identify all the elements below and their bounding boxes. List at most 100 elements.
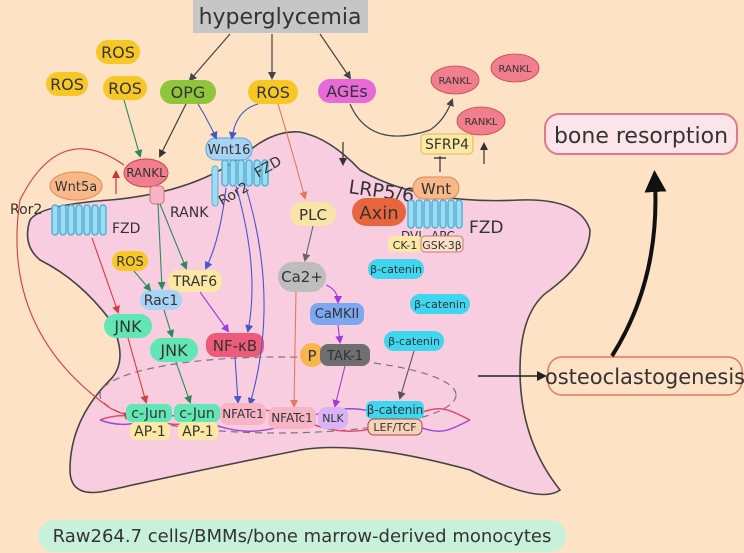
axin-label: Axin [359,203,398,224]
arrow-rac1-jnk [163,309,175,338]
wnt-badge [412,176,460,200]
bcat-label-2: β-catenin [414,298,466,311]
bcat-nucleus-badge [366,401,424,419]
rankl-membrane-label: RANKL [126,166,166,180]
bcat-badge-1 [368,259,424,279]
wnt5a-oval [49,171,103,201]
rankl-oval-2 [490,53,540,83]
tak1-badge [320,344,370,366]
bone-resorption-label: bone resorption [554,124,728,149]
opg-label: OPG [171,83,206,102]
fzd-right-receptor [407,199,463,229]
cell-type-caption: Raw264.7 cells/BMMs/bone marrow-derived … [38,520,566,552]
nfatc1-label-2: NFATc1 [271,411,313,425]
ros-mid-badge [248,80,298,104]
ros-label-a: ROS [101,43,135,62]
ck1-label: CK-1 [393,239,418,252]
opg-badge [160,80,216,104]
ap1-badge-2 [178,422,218,440]
rank-label: RANK [170,205,209,221]
jnk-label-2: JNK [159,341,188,360]
plc-label: PLC [299,206,327,224]
nfatc1-label-1: NFATc1 [222,407,264,421]
arrow-tak1-nlk [332,365,346,408]
arrow-rank-traf6 [159,203,188,270]
rankl-membrane-oval [123,158,169,188]
arrow-rank-rac1 [157,203,166,290]
arrow-plc-ca2 [302,225,314,262]
arrow-opg-rankl [159,103,187,158]
arrow-jnk-cjun-1 [127,337,149,404]
cjun-badge-1 [126,404,172,422]
gsk-badge [420,235,464,253]
hyperglycemia-box [193,0,368,33]
ror2-left-label: Ror2 [10,202,42,218]
ros-badge-b [46,72,88,96]
bcat-label-3: β-catenin [388,335,440,348]
arrow-ros-rankl [123,99,143,158]
fzd-top-receptor [221,159,269,187]
arrow-ros-plc [277,103,308,200]
ca2-label: Ca2+ [281,268,323,286]
nlk-label: NLK [322,412,344,425]
rank-stalk [149,185,165,205]
jnk-badge-2 [150,338,198,362]
ros-cyto-label: ROS [116,255,144,270]
ros-badge-a [96,40,140,64]
arrow-jnk-cjun-2 [175,361,192,404]
nucleus [99,356,457,434]
axin-badge [352,198,406,226]
lef-badge [367,418,423,436]
arrow-ros-wnt16 [228,103,259,140]
cell-body [26,131,591,496]
camkii-label: CaMKII [315,307,359,322]
arrow-fzd-jnk [91,237,120,314]
fzd-left-label: FZD [112,221,140,237]
traf6-label: TRAF6 [172,274,217,290]
traf6-badge [168,270,222,292]
cjun-badge-2 [174,404,220,422]
arrow-nfkb-nfatc1 [233,356,242,404]
wnt5a-label: Wnt5a [55,180,97,195]
arrow-hg-opg [188,33,231,82]
osteoclastogenesis-label: osteoclastogenesis [545,365,744,389]
cjun-label-2: c-Jun [179,406,214,422]
jnk-badge-1 [104,314,152,338]
rankl-oval-3 [456,106,506,136]
arrow-hg-ages [319,33,352,80]
arrow-wnt16-nfkb [235,185,254,333]
fzd-right-label: FZD [469,218,504,238]
tak1-label: TAK-1 [326,349,363,364]
nfkb-label: NF-κB [213,337,257,355]
sfrp4-label: SFRP4 [425,137,469,153]
nlk-badge [318,407,348,429]
rac1-label: Rac1 [144,293,179,309]
camkii-badge [310,303,364,325]
arrow-ros-rac1 [133,270,152,292]
ap1-label-2: AP-1 [182,424,214,440]
ror2-mid-stalk [211,165,219,207]
bcat-label-1: β-catenin [370,263,422,276]
gsk-label: GSK-3β [422,239,462,252]
bcat-nucleus-label: β-catenin [367,403,424,417]
p-circle [300,343,324,367]
osteoclastogenesis-box [547,356,743,396]
arrow-wnt16-traf6 [205,187,227,270]
ck1-badge [388,236,422,252]
wnt16-label: Wnt16 [208,143,251,158]
arrow-traf6-nfkb [199,291,230,333]
rankl-oval-1 [430,65,480,95]
arrow-ca2-nfatc1 [290,291,299,408]
ros-label-c: ROS [108,79,142,98]
ap1-label-1: AP-1 [134,424,166,440]
rankl-label-2: RANKL [499,64,532,75]
rac1-badge [140,290,182,310]
ap1-badge-1 [130,422,170,440]
ages-badge [318,79,376,103]
bone-resorption-box [544,113,738,155]
nfatc1-badge-2 [268,407,316,429]
arrow-osteoclastogenesis-bone [610,170,667,358]
ros-mid-label: ROS [256,83,290,102]
ros-label-b: ROS [50,75,84,94]
